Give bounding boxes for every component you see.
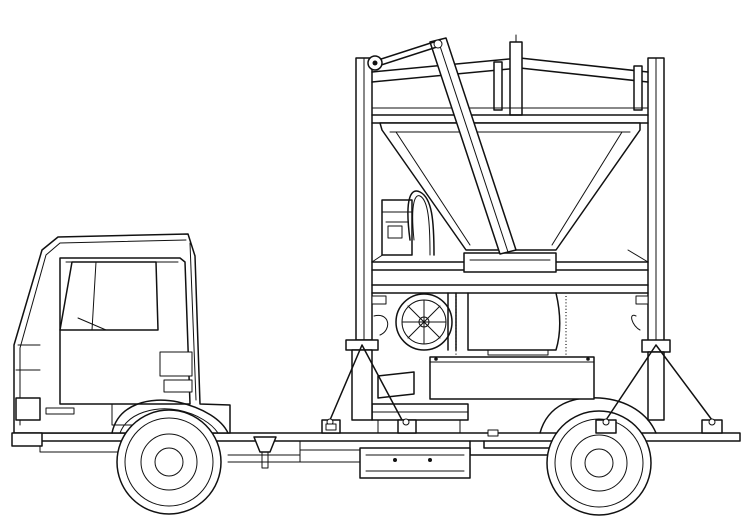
- frame-fittings: [325, 295, 649, 437]
- fuel-tank: [359, 447, 471, 479]
- conveyor-chute: [367, 37, 517, 255]
- right-support-leg: [595, 314, 723, 434]
- control-panel: [429, 356, 595, 400]
- rear-mudguard: [539, 396, 657, 434]
- exhaust-pipe: [227, 454, 301, 463]
- water-pump-unit: [381, 190, 435, 256]
- toolbox: [253, 436, 277, 469]
- handwheel: [395, 292, 457, 351]
- truck-cab: [11, 233, 231, 447]
- mixer-drum: [467, 292, 561, 356]
- rear-wheel: [546, 410, 652, 516]
- front-wheel: [116, 409, 222, 515]
- hopper-bin: [379, 122, 641, 273]
